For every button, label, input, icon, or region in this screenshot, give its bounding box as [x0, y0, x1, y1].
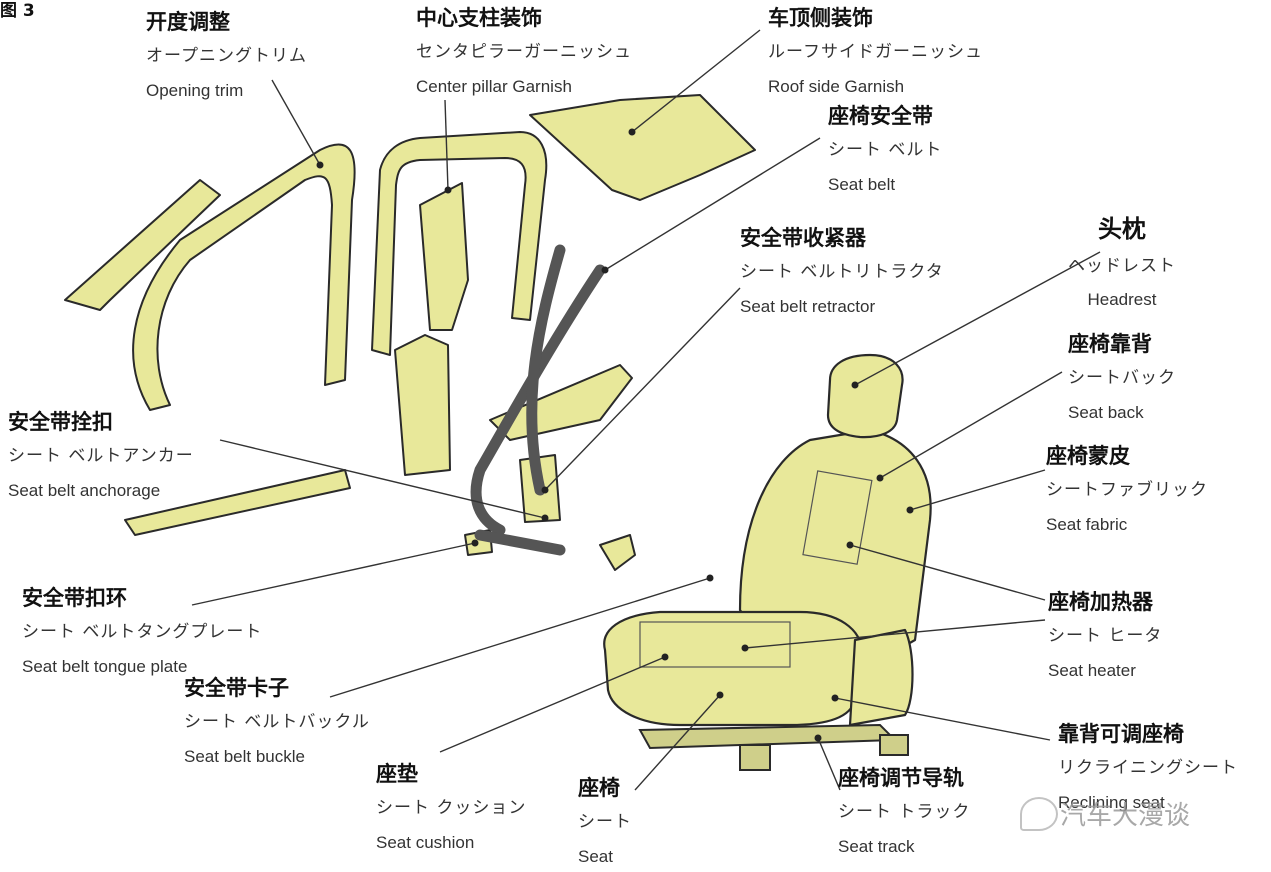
headrest-shape — [826, 353, 904, 439]
center-pillar-upper-shape — [419, 182, 469, 331]
front-pillar-trim-shape — [64, 179, 221, 311]
label-en: Seat belt anchorage — [8, 480, 161, 500]
label-zh: 安全带扣环 — [22, 586, 127, 610]
label-zh: 开度调整 — [146, 10, 230, 34]
label-zh: 座垫 — [376, 762, 418, 786]
label-en: Seat belt tongue plate — [22, 656, 188, 676]
label-en: Seat cushion — [376, 832, 475, 852]
label-ja: ヘッドレスト — [1068, 255, 1176, 276]
label-zh: 座椅加热器 — [1048, 590, 1153, 614]
label-ja: シート ベルトアンカー — [8, 446, 194, 467]
label-seat: 座椅 シート Seat — [578, 776, 632, 866]
roof-side-garnish-shape — [529, 94, 756, 201]
label-ja: シート ベルト — [828, 140, 943, 161]
label-ja: センタピラーガーニッシュ — [416, 42, 632, 63]
label-zh: 安全带拴扣 — [8, 410, 113, 434]
label-ja: シート ヒータ — [1048, 626, 1163, 647]
label-seat-cushion: 座垫 シート クッション Seat cushion — [376, 762, 526, 852]
label-seat-track: 座椅调节导轨 シート トラック Seat track — [838, 766, 970, 856]
label-roof-side: 车顶侧装饰 ルーフサイドガーニッシュ Roof side Garnish — [768, 6, 983, 96]
sill-trim-shape — [124, 469, 351, 536]
label-seat-heater: 座椅加热器 シート ヒータ Seat heater — [1048, 590, 1162, 680]
label-ja: シート トラック — [838, 802, 971, 823]
label-ja: シート ベルトバックル — [184, 712, 370, 733]
label-center-pillar: 中心支柱装饰 センタピラーガーニッシュ Center pillar Garnis… — [416, 6, 632, 96]
label-zh: 安全带卡子 — [184, 676, 289, 700]
wechat-icon — [1020, 797, 1058, 831]
label-zh: 安全带收紧器 — [740, 226, 866, 250]
label-headrest: 头枕 ヘッドレスト Headrest — [1068, 215, 1176, 310]
track-foot-right — [879, 734, 909, 756]
label-zh: 座椅 — [578, 776, 620, 800]
label-reclining: 靠背可调座椅 リクライニングシート Reclining seat — [1058, 722, 1238, 812]
label-ja: シート ベルトタングプレート — [22, 622, 263, 643]
belt-webbing — [470, 244, 606, 556]
door-opening-trim-shape — [371, 131, 548, 356]
label-ja: ルーフサイドガーニッシュ — [768, 42, 983, 63]
label-seat-back: 座椅靠背 シートバック Seat back — [1068, 332, 1176, 422]
label-zh: 座椅安全带 — [828, 104, 933, 128]
bracket-shape — [599, 534, 636, 571]
opening-trim-shape — [132, 143, 356, 411]
label-ja: シートバック — [1068, 368, 1176, 389]
label-ja: シートファブリック — [1046, 480, 1208, 501]
label-ja: リクライニングシート — [1058, 758, 1238, 779]
label-ja: オープニングトリム — [146, 46, 307, 67]
label-en: Seat belt buckle — [184, 746, 305, 766]
figure-number: 图 3 — [0, 1, 35, 21]
label-en: Seat belt retractor — [740, 296, 876, 316]
label-ja: シート ベルトリトラクタ — [740, 262, 944, 283]
label-ja: シート クッション — [376, 798, 527, 819]
label-zh: 头枕 — [1098, 215, 1146, 243]
label-opening-trim: 开度调整 オープニングトリム Opening trim — [146, 10, 307, 100]
label-retractor: 安全带收紧器 シート ベルトリトラクタ Seat belt retractor — [740, 226, 944, 316]
label-en: Headrest — [1087, 290, 1157, 310]
label-ja: シート — [578, 812, 632, 833]
label-en: Opening trim — [146, 80, 244, 100]
lower-trim-shape — [489, 364, 633, 441]
label-zh: 车顶侧装饰 — [768, 6, 873, 30]
label-zh: 座椅蒙皮 — [1046, 444, 1130, 468]
center-pillar-lower-shape — [394, 334, 451, 476]
label-zh: 座椅靠背 — [1068, 332, 1152, 356]
label-zh: 座椅调节导轨 — [838, 766, 964, 790]
label-buckle: 安全带卡子 シート ベルトバックル Seat belt buckle — [184, 676, 370, 766]
label-anchorage: 安全带拴扣 シート ベルトアンカー Seat belt anchorage — [8, 410, 194, 500]
watermark: 汽车大漫谈 — [1060, 801, 1191, 831]
label-en: Seat back — [1068, 402, 1144, 422]
label-tongue-plate: 安全带扣环 シート ベルトタングプレート Seat belt tongue pl… — [22, 586, 262, 676]
leader-lines — [191, 29, 1101, 791]
label-en: Seat fabric — [1046, 514, 1128, 534]
label-en: Seat heater — [1048, 660, 1136, 680]
label-en: Seat — [578, 846, 613, 866]
seat-cushion-shape — [603, 610, 864, 727]
label-en: Center pillar Garnish — [416, 76, 572, 96]
track-foot-left — [739, 744, 771, 771]
leader-dots — [316, 128, 914, 742]
label-seat-fabric: 座椅蒙皮 シートファブリック Seat fabric — [1046, 444, 1208, 534]
label-en: Roof side Garnish — [768, 76, 905, 96]
label-seat-belt: 座椅安全带 シート ベルト Seat belt — [828, 104, 942, 194]
back-heater-grid — [802, 470, 873, 565]
label-en: Reclining seat — [1058, 792, 1165, 812]
label-en: Seat track — [838, 836, 915, 856]
label-en: Seat belt — [828, 174, 896, 194]
label-zh: 中心支柱装饰 — [416, 6, 542, 30]
label-zh: 靠背可调座椅 — [1058, 722, 1184, 746]
